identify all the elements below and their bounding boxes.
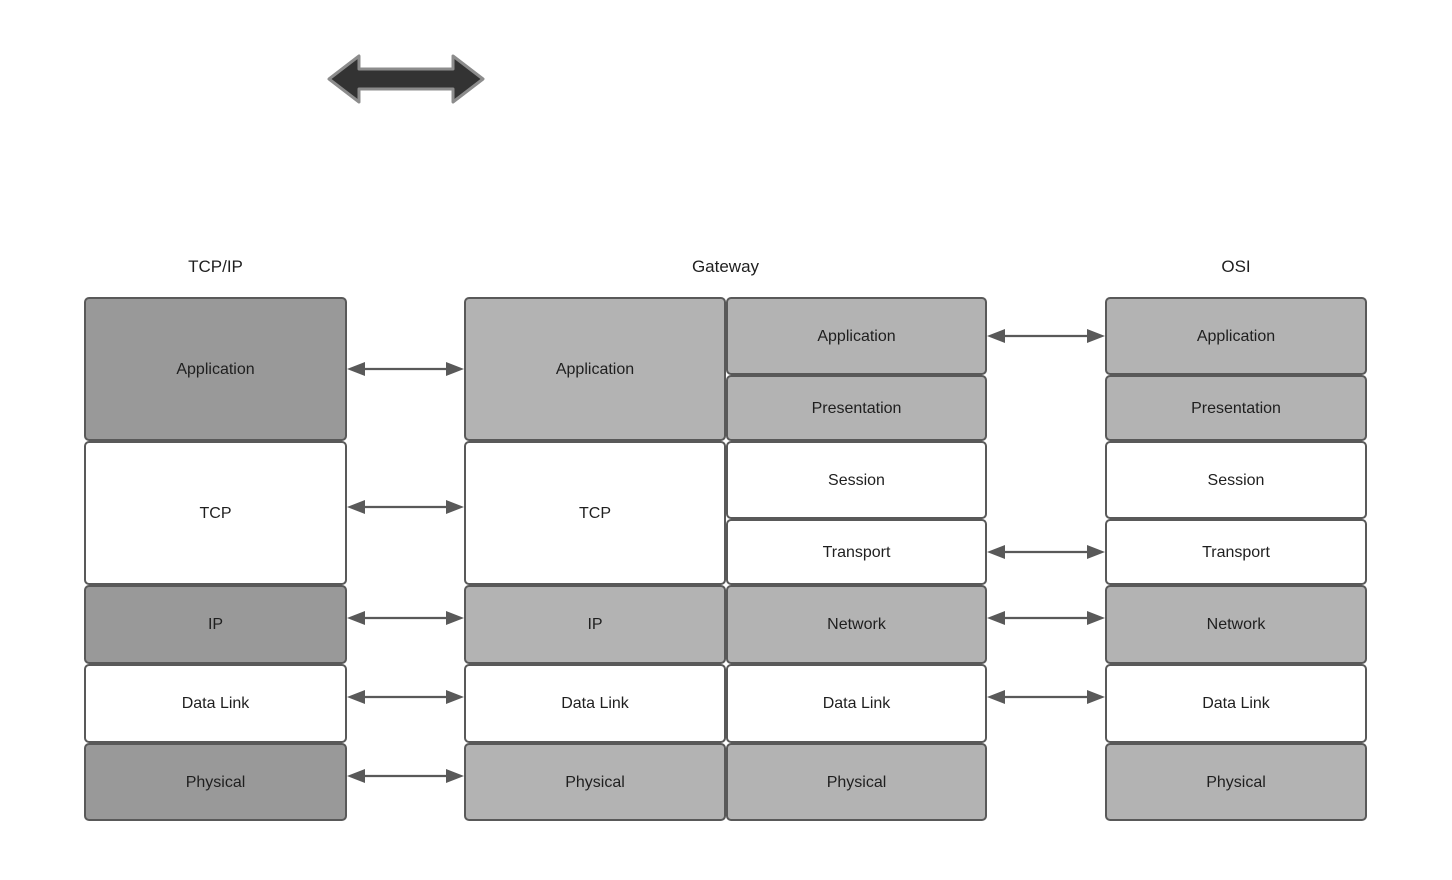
- tcpip-layer-physical[interactable]: Physical: [84, 743, 347, 821]
- gateway-right-layer-network[interactable]: Network: [726, 585, 987, 664]
- connector-tcpip-gateway-ip: [347, 608, 464, 628]
- tcpip-layer-tcp[interactable]: TCP: [84, 441, 347, 585]
- connector-tcpip-gateway-physical: [347, 766, 464, 786]
- osi-layer-session[interactable]: Session: [1105, 441, 1367, 519]
- gateway-right-layer-transport[interactable]: Transport: [726, 519, 987, 585]
- gateway-left-layer-ip[interactable]: IP: [464, 585, 726, 664]
- osi-layer-network[interactable]: Network: [1105, 585, 1367, 664]
- gateway-right-layer-physical[interactable]: Physical: [726, 743, 987, 821]
- column-title-tcpip: TCP/IP: [188, 257, 243, 276]
- osi-layer-data-link[interactable]: Data Link: [1105, 664, 1367, 743]
- tcpip-layer-application[interactable]: Application: [84, 297, 347, 441]
- gateway-left-layer-application[interactable]: Application: [464, 297, 726, 441]
- bidirectional-flow-arrow-legend: [325, 52, 487, 106]
- gateway-right-layer-application[interactable]: Application: [726, 297, 987, 375]
- connector-tcpip-gateway-application: [347, 359, 464, 379]
- connector-gateway-osi-network: [987, 608, 1105, 628]
- connector-gateway-osi-transport: [987, 542, 1105, 562]
- connector-gateway-osi-application: [987, 326, 1105, 346]
- column-title-osi: OSI: [1221, 257, 1251, 276]
- osi-layer-transport[interactable]: Transport: [1105, 519, 1367, 585]
- osi-layer-presentation[interactable]: Presentation: [1105, 375, 1367, 441]
- connector-tcpip-gateway-tcp: [347, 497, 464, 517]
- gateway-left-layer-data-link[interactable]: Data Link: [464, 664, 726, 743]
- column-title-gateway: Gateway: [691, 257, 760, 276]
- connector-tcpip-gateway-data-link: [347, 687, 464, 707]
- tcpip-layer-ip[interactable]: IP: [84, 585, 347, 664]
- gateway-right-layer-presentation[interactable]: Presentation: [726, 375, 987, 441]
- gateway-right-layer-data-link[interactable]: Data Link: [726, 664, 987, 743]
- connector-gateway-osi-data-link: [987, 687, 1105, 707]
- gateway-left-layer-physical[interactable]: Physical: [464, 743, 726, 821]
- osi-layer-application[interactable]: Application: [1105, 297, 1367, 375]
- osi-layer-physical[interactable]: Physical: [1105, 743, 1367, 821]
- gateway-right-layer-session[interactable]: Session: [726, 441, 987, 519]
- gateway-left-layer-tcp[interactable]: TCP: [464, 441, 726, 585]
- tcpip-layer-data-link[interactable]: Data Link: [84, 664, 347, 743]
